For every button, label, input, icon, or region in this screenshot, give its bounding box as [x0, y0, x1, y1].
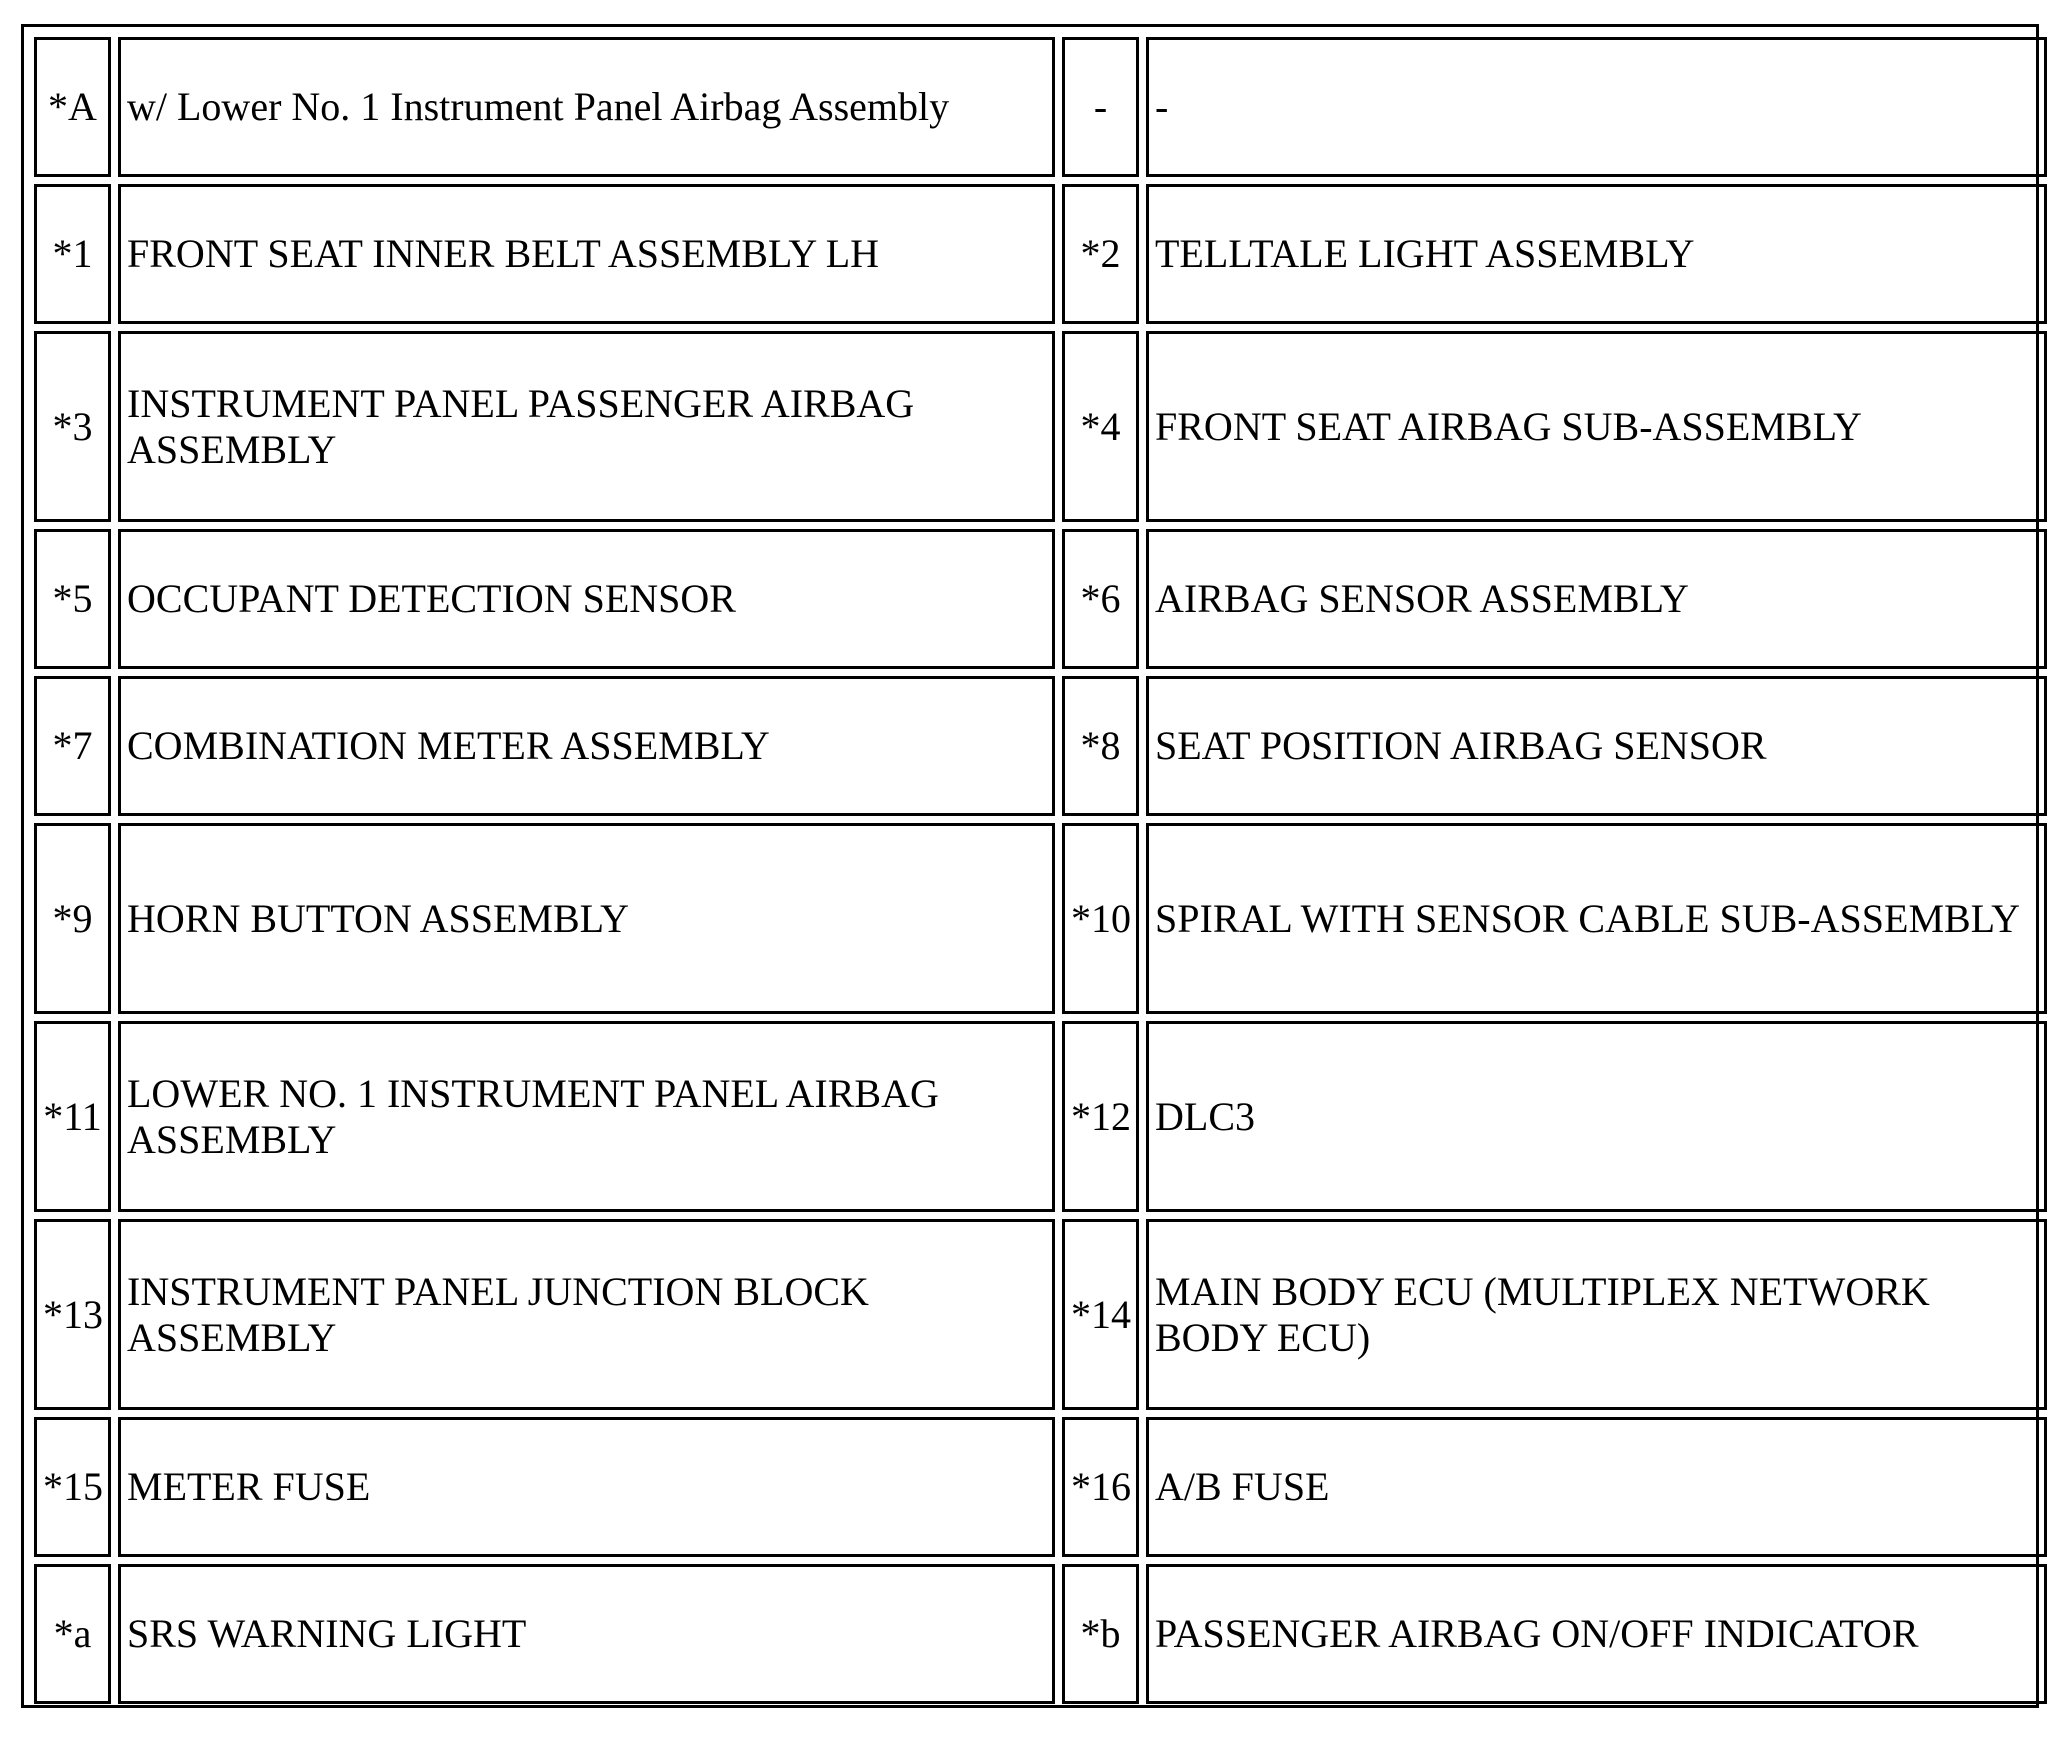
left-code-cell: *a [34, 1564, 111, 1704]
left-code-cell: *7 [34, 676, 111, 816]
left-code-cell: *15 [34, 1417, 111, 1557]
right-code-cell: *2 [1062, 184, 1139, 324]
legend-row: *9 HORN BUTTON ASSEMBLY *10 SPIRAL WITH … [34, 823, 2047, 1014]
left-description-cell: COMBINATION METER ASSEMBLY [118, 676, 1055, 816]
right-description-cell: A/B FUSE [1146, 1417, 2047, 1557]
legend-outer-frame [21, 24, 2039, 1708]
right-description-cell: SPIRAL WITH SENSOR CABLE SUB-ASSEMBLY [1146, 823, 2047, 1014]
legend-row: *3 INSTRUMENT PANEL PASSENGER AIRBAG ASS… [34, 331, 2047, 522]
left-code-cell: *5 [34, 529, 111, 669]
legend-row: *1 FRONT SEAT INNER BELT ASSEMBLY LH *2 … [34, 184, 2047, 324]
left-description-cell: SRS WARNING LIGHT [118, 1564, 1055, 1704]
right-description-cell: DLC3 [1146, 1021, 2047, 1212]
left-code-cell: *1 [34, 184, 111, 324]
right-description-cell: - [1146, 37, 2047, 177]
left-description-cell: HORN BUTTON ASSEMBLY [118, 823, 1055, 1014]
right-description-cell: AIRBAG SENSOR ASSEMBLY [1146, 529, 2047, 669]
left-description-cell: FRONT SEAT INNER BELT ASSEMBLY LH [118, 184, 1055, 324]
legend-row: *A w/ Lower No. 1 Instrument Panel Airba… [34, 37, 2047, 177]
left-description-cell: INSTRUMENT PANEL PASSENGER AIRBAG ASSEMB… [118, 331, 1055, 522]
legend-row: *a SRS WARNING LIGHT *b PASSENGER AIRBAG… [34, 1564, 2047, 1704]
legend-row: *7 COMBINATION METER ASSEMBLY *8 SEAT PO… [34, 676, 2047, 816]
right-description-cell: PASSENGER AIRBAG ON/OFF INDICATOR [1146, 1564, 2047, 1704]
left-description-cell: LOWER NO. 1 INSTRUMENT PANEL AIRBAG ASSE… [118, 1021, 1055, 1212]
left-code-cell: *11 [34, 1021, 111, 1212]
left-code-cell: *A [34, 37, 111, 177]
right-code-cell: *10 [1062, 823, 1139, 1014]
right-code-cell: *6 [1062, 529, 1139, 669]
right-description-cell: MAIN BODY ECU (MULTIPLEX NETWORK BODY EC… [1146, 1219, 2047, 1410]
right-code-cell: *b [1062, 1564, 1139, 1704]
legend-row: *5 OCCUPANT DETECTION SENSOR *6 AIRBAG S… [34, 529, 2047, 669]
right-code-cell: *14 [1062, 1219, 1139, 1410]
legend-row: *13 INSTRUMENT PANEL JUNCTION BLOCK ASSE… [34, 1219, 2047, 1410]
left-code-cell: *13 [34, 1219, 111, 1410]
left-description-cell: INSTRUMENT PANEL JUNCTION BLOCK ASSEMBLY [118, 1219, 1055, 1410]
right-code-cell: - [1062, 37, 1139, 177]
right-description-cell: FRONT SEAT AIRBAG SUB-ASSEMBLY [1146, 331, 2047, 522]
legend-row: *11 LOWER NO. 1 INSTRUMENT PANEL AIRBAG … [34, 1021, 2047, 1212]
left-description-cell: METER FUSE [118, 1417, 1055, 1557]
right-code-cell: *8 [1062, 676, 1139, 816]
left-description-cell: w/ Lower No. 1 Instrument Panel Airbag A… [118, 37, 1055, 177]
legend-row: *15 METER FUSE *16 A/B FUSE [34, 1417, 2047, 1557]
right-code-cell: *12 [1062, 1021, 1139, 1212]
right-code-cell: *4 [1062, 331, 1139, 522]
right-description-cell: TELLTALE LIGHT ASSEMBLY [1146, 184, 2047, 324]
right-code-cell: *16 [1062, 1417, 1139, 1557]
left-code-cell: *3 [34, 331, 111, 522]
left-description-cell: OCCUPANT DETECTION SENSOR [118, 529, 1055, 669]
left-code-cell: *9 [34, 823, 111, 1014]
legend-table: *A w/ Lower No. 1 Instrument Panel Airba… [27, 30, 2054, 1711]
right-description-cell: SEAT POSITION AIRBAG SENSOR [1146, 676, 2047, 816]
